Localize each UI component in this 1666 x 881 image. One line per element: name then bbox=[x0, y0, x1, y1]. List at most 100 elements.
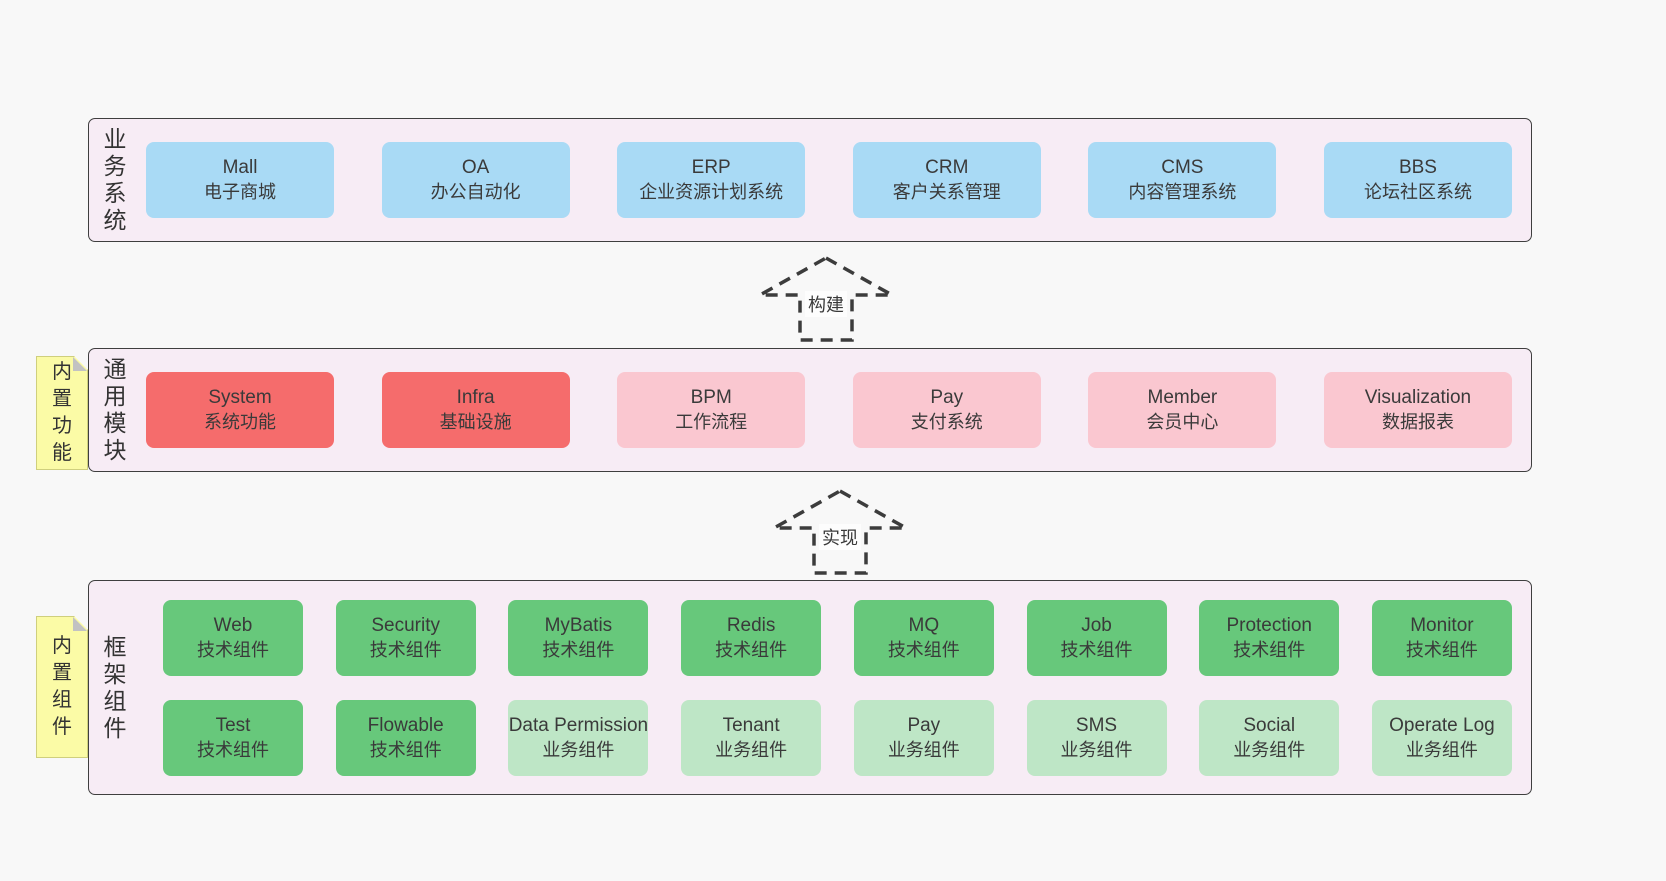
box-subtitle: 办公自动化 bbox=[430, 182, 521, 202]
box-monitor: Monitor 技术组件 bbox=[1371, 599, 1512, 676]
box-subtitle: 数据报表 bbox=[1381, 412, 1454, 432]
box-subtitle: 业务组件 bbox=[1405, 739, 1478, 760]
box-title: MQ bbox=[908, 614, 940, 636]
box-tenant: Tenant 业务组件 bbox=[681, 699, 822, 776]
section-common-modules: 通用模块 System 系统功能 Infra 基础设施 BPM 工作流程 Pay… bbox=[88, 348, 1532, 472]
box-title: Pay bbox=[930, 387, 964, 408]
box-subtitle: 技术组件 bbox=[369, 639, 442, 660]
box-title: Social bbox=[1243, 714, 1296, 736]
box-title: Monitor bbox=[1410, 614, 1474, 636]
box-redis: Redis 技术组件 bbox=[681, 599, 822, 676]
box-title: Member bbox=[1147, 387, 1218, 408]
box-title: Protection bbox=[1226, 614, 1312, 636]
component-row-2: Test 技术组件 Flowable 技术组件 Data Permission … bbox=[163, 699, 1512, 776]
box-title: CRM bbox=[925, 157, 969, 178]
section-label: 框架组件 bbox=[103, 633, 127, 741]
box-title: Mall bbox=[222, 157, 258, 178]
box-operate-log: Operate Log 业务组件 bbox=[1371, 699, 1512, 776]
box-cms: CMS 内容管理系统 bbox=[1088, 142, 1277, 218]
box-subtitle: 内容管理系统 bbox=[1128, 182, 1237, 202]
box-title: ERP bbox=[691, 157, 731, 178]
box-subtitle: 工作流程 bbox=[675, 412, 748, 432]
box-mall: Mall 电子商城 bbox=[146, 142, 334, 218]
box-mybatis: MyBatis 技术组件 bbox=[508, 599, 649, 676]
box-visualization: Visualization 数据报表 bbox=[1323, 372, 1512, 448]
box-subtitle: 技术组件 bbox=[542, 639, 615, 660]
box-subtitle: 业务组件 bbox=[887, 739, 960, 760]
box-protection: Protection 技术组件 bbox=[1199, 599, 1340, 676]
box-title: Job bbox=[1081, 614, 1112, 636]
box-title: Redis bbox=[726, 614, 776, 636]
box-subtitle: 技术组件 bbox=[197, 739, 269, 760]
box-title: BPM bbox=[690, 387, 732, 408]
box-title: Data Permission bbox=[508, 714, 649, 736]
section-business-systems: 业务系统 Mall 电子商城 OA 办公自动化 ERP 企业资源计划系统 CRM… bbox=[88, 118, 1532, 242]
box-title: Tenant bbox=[722, 714, 780, 736]
box-title: Web bbox=[213, 614, 253, 636]
implement-arrow: 实现 bbox=[770, 488, 910, 576]
box-bbs: BBS 论坛社区系统 bbox=[1323, 142, 1512, 218]
box-infra: Infra 基础设施 bbox=[381, 372, 570, 448]
box-subtitle: 论坛社区系统 bbox=[1363, 182, 1472, 202]
box-title: Visualization bbox=[1364, 387, 1472, 408]
box-subtitle: 技术组件 bbox=[715, 639, 788, 660]
box-subtitle: 基础设施 bbox=[439, 412, 512, 432]
box-title: Test bbox=[215, 714, 251, 736]
box-subtitle: 业务组件 bbox=[715, 739, 788, 760]
box-subtitle: 技术组件 bbox=[197, 639, 269, 660]
box-title: MyBatis bbox=[544, 614, 613, 636]
folded-corner bbox=[73, 617, 87, 631]
box-title: Operate Log bbox=[1389, 714, 1495, 736]
box-oa: OA 办公自动化 bbox=[381, 142, 570, 218]
box-title: OA bbox=[461, 157, 490, 178]
box-job: Job 技术组件 bbox=[1026, 599, 1167, 676]
up-arrow-icon bbox=[756, 255, 896, 342]
box-flowable: Flowable 技术组件 bbox=[335, 699, 476, 776]
box-pay-module: Pay 支付系统 bbox=[852, 372, 1041, 448]
component-row-1: Web 技术组件 Security 技术组件 MyBatis 技术组件 Redi… bbox=[163, 599, 1512, 676]
box-title: Flowable bbox=[367, 714, 444, 736]
box-pay-component: Pay 业务组件 bbox=[853, 699, 994, 776]
box-subtitle: 企业资源计划系统 bbox=[639, 182, 784, 202]
box-security: Security 技术组件 bbox=[335, 599, 476, 676]
box-subtitle: 业务组件 bbox=[1233, 739, 1306, 760]
arrow-label: 构建 bbox=[805, 291, 847, 317]
sticky-built-in-features: 内置功能 bbox=[36, 356, 88, 470]
build-arrow: 构建 bbox=[756, 255, 896, 343]
box-subtitle: 电子商城 bbox=[204, 182, 276, 202]
box-subtitle: 技术组件 bbox=[887, 639, 960, 660]
section-label: 通用模块 bbox=[103, 356, 127, 463]
section-framework-components: 框架组件 Web 技术组件 Security 技术组件 MyBatis 技术组件… bbox=[88, 580, 1532, 795]
box-title: Pay bbox=[907, 714, 941, 736]
sticky-label: 内置功能 bbox=[52, 361, 72, 464]
box-bpm: BPM 工作流程 bbox=[617, 372, 806, 448]
box-member: Member 会员中心 bbox=[1088, 372, 1277, 448]
box-title: Infra bbox=[456, 387, 495, 408]
framework-component-grid: Web 技术组件 Security 技术组件 MyBatis 技术组件 Redi… bbox=[146, 599, 1512, 776]
box-test: Test 技术组件 bbox=[163, 699, 303, 776]
box-title: CMS bbox=[1161, 157, 1204, 178]
box-subtitle: 业务组件 bbox=[542, 739, 615, 760]
box-subtitle: 会员中心 bbox=[1146, 412, 1219, 432]
box-subtitle: 客户关系管理 bbox=[892, 182, 1001, 202]
box-subtitle: 系统功能 bbox=[204, 412, 276, 432]
sticky-built-in-components: 内置组件 bbox=[36, 616, 88, 758]
box-subtitle: 技术组件 bbox=[369, 739, 442, 760]
box-title: BBS bbox=[1398, 157, 1437, 178]
box-title: Security bbox=[371, 614, 441, 636]
sticky-label: 内置组件 bbox=[52, 635, 72, 738]
common-module-boxes: System 系统功能 Infra 基础设施 BPM 工作流程 Pay 支付系统… bbox=[146, 372, 1512, 448]
folded-corner bbox=[73, 357, 87, 371]
box-subtitle: 业务组件 bbox=[1060, 739, 1133, 760]
box-erp: ERP 企业资源计划系统 bbox=[617, 142, 806, 218]
box-subtitle: 技术组件 bbox=[1405, 639, 1478, 660]
box-crm: CRM 客户关系管理 bbox=[852, 142, 1041, 218]
box-sms: SMS 业务组件 bbox=[1026, 699, 1167, 776]
section-label: 业务系统 bbox=[103, 126, 127, 233]
box-web: Web 技术组件 bbox=[163, 599, 303, 676]
box-data-permission: Data Permission 业务组件 bbox=[508, 699, 649, 776]
box-social: Social 业务组件 bbox=[1199, 699, 1340, 776]
box-title: System bbox=[208, 387, 272, 408]
arrow-label: 实现 bbox=[819, 524, 861, 550]
